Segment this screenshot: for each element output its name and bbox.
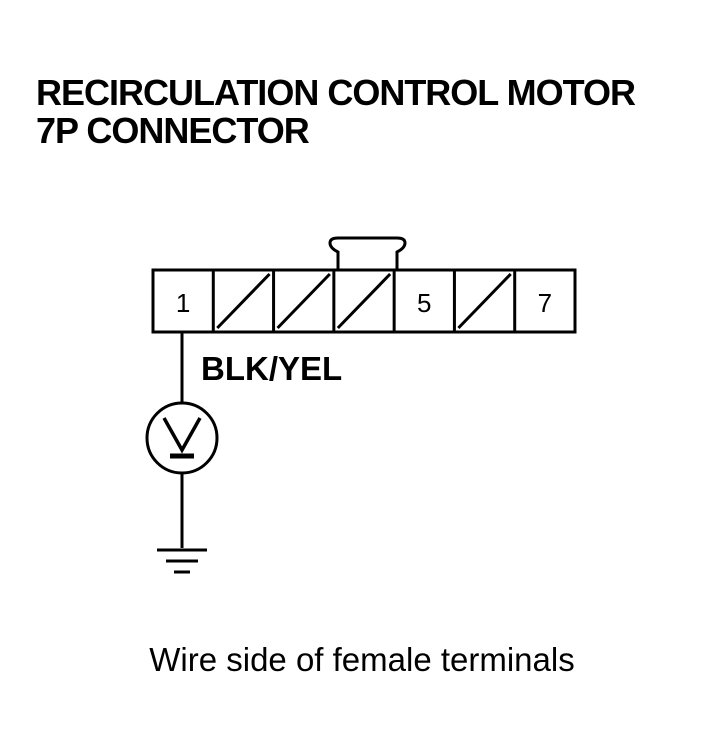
wire-color-label: BLK/YEL xyxy=(201,350,342,387)
diagram-title: RECIRCULATION CONTROL MOTOR 7P CONNECTOR xyxy=(36,72,636,151)
title-line-2: 7P CONNECTOR xyxy=(36,110,310,151)
connector-cavities: 1 5 7 xyxy=(176,270,552,332)
empty-cavity-slash xyxy=(276,272,331,330)
empty-cavity-slash xyxy=(216,272,271,330)
empty-cavity-slash xyxy=(336,272,392,330)
cavity-label: 5 xyxy=(417,288,431,318)
cavity-label: 7 xyxy=(538,288,552,318)
empty-cavity-slash xyxy=(457,272,512,330)
ground-icon xyxy=(157,548,207,574)
title-line-1: RECIRCULATION CONTROL MOTOR xyxy=(36,72,636,113)
diagram-caption: Wire side of female terminals xyxy=(149,641,575,678)
cavity-label: 1 xyxy=(176,288,190,318)
connector-lock-tab xyxy=(328,236,407,270)
voltmeter-icon xyxy=(145,401,219,475)
